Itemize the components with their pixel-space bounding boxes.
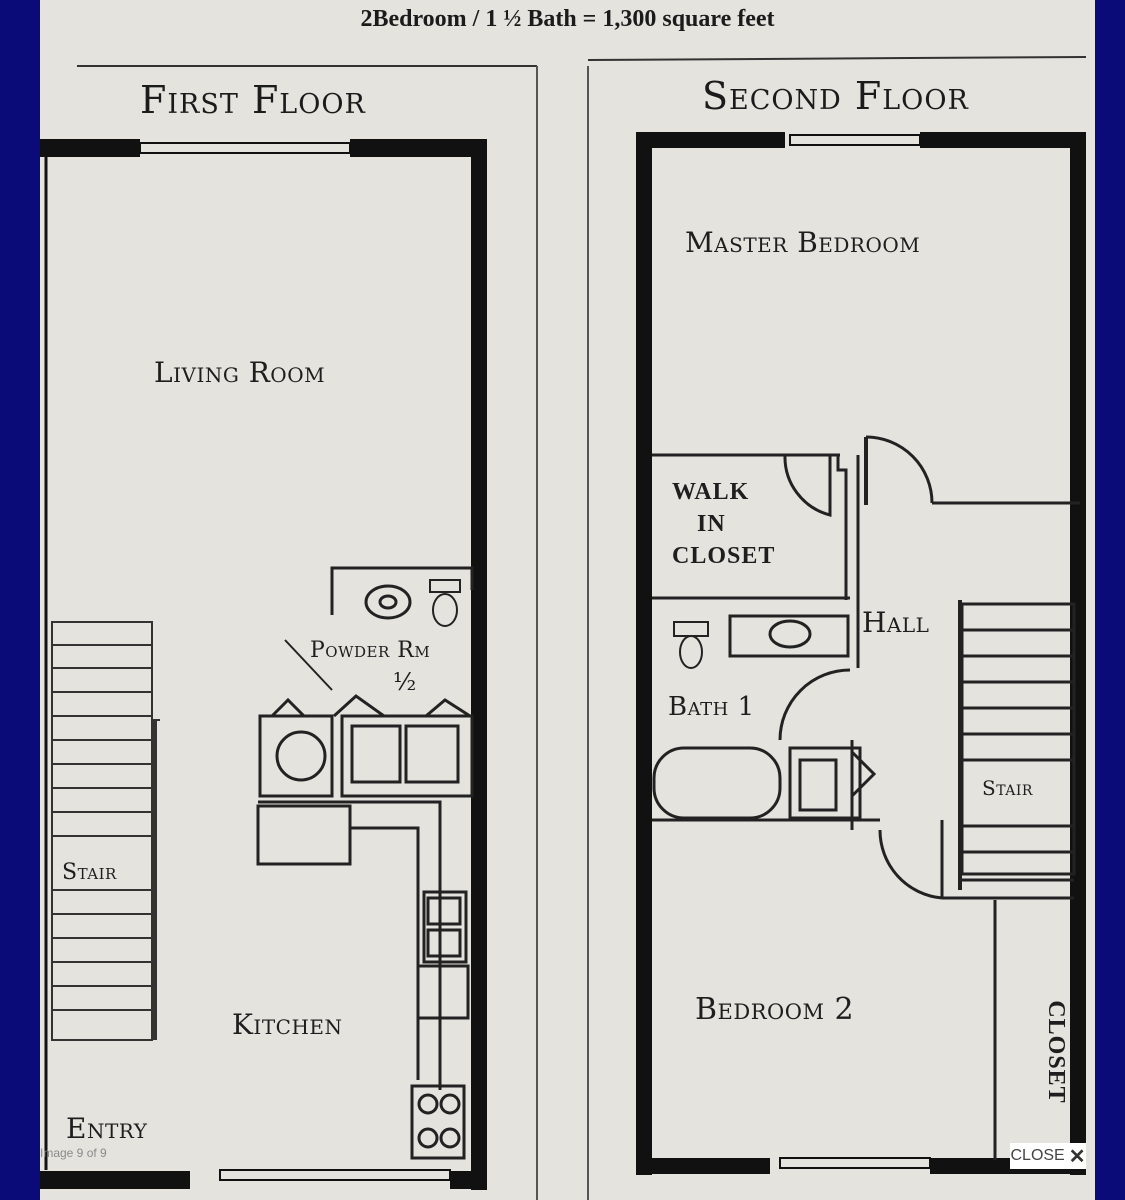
- first-stair-label: Stair: [62, 860, 117, 885]
- floorplan-drawing: [40, 56, 1087, 1200]
- bath-1-label: Bath 1: [668, 692, 755, 722]
- viewer-right-border: [1095, 0, 1125, 1200]
- entry-label: Entry: [66, 1112, 148, 1145]
- walk-in-closet-label-3: CLOSET: [672, 543, 776, 569]
- living-room-label: Living Room: [154, 356, 326, 389]
- close-button[interactable]: CLOSE ✕: [1010, 1143, 1086, 1169]
- second-floor-title: Second Floor: [702, 74, 969, 118]
- second-stair-label: Stair: [982, 776, 1033, 800]
- powder-room-label: Powder Rm: [310, 638, 431, 663]
- close-label: CLOSE: [1010, 1147, 1065, 1164]
- close-x-icon: ✕: [1068, 1145, 1086, 1168]
- floorplan-image: 2Bedroom / 1 ½ Bath = 1,300 square feet: [40, 0, 1095, 1200]
- bedroom-2-closet-label: CLOSET: [1043, 1000, 1069, 1104]
- walk-in-closet-label-1: WALK: [672, 479, 750, 505]
- kitchen-label: Kitchen: [232, 1008, 343, 1041]
- half-bath-label: ½: [393, 668, 417, 696]
- walk-in-closet-label-2: IN: [697, 511, 726, 537]
- plan-title: 2Bedroom / 1 ½ Bath = 1,300 square feet: [360, 6, 775, 32]
- hall-label: Hall: [862, 606, 930, 639]
- master-bedroom-label: Master Bedroom: [685, 226, 921, 259]
- bedroom-2-label: Bedroom 2: [695, 992, 855, 1027]
- first-floor-title: First Floor: [140, 78, 366, 122]
- image-counter: Image 9 of 9: [40, 1146, 107, 1160]
- viewer-left-border: [0, 0, 40, 1200]
